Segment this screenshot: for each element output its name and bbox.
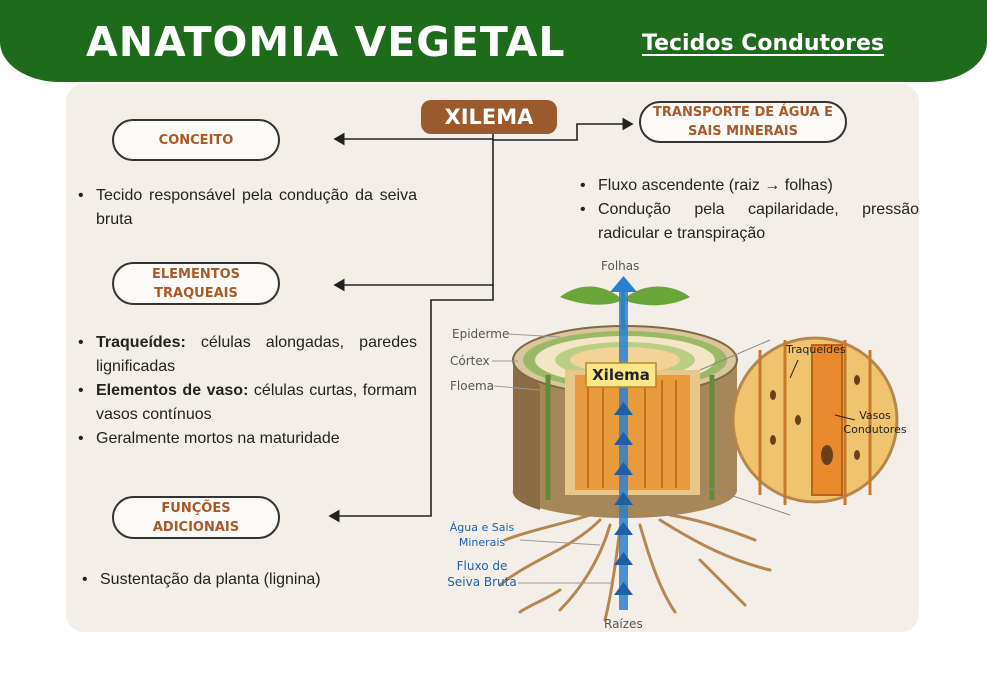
label-raizes: Raízes: [604, 617, 643, 631]
elementos-bullets: Traqueídes: células alongadas, paredes l…: [78, 331, 417, 451]
connector-funcoes: [328, 285, 494, 523]
funcoes-bullets: Sustentação da planta (lignina): [82, 568, 421, 592]
label-traqueides: Traqueídes: [786, 343, 846, 356]
elementos-box: ELEMENTOS TRAQUEAIS: [112, 262, 280, 305]
label-floema: Floema: [450, 379, 495, 393]
label-cortex: Córtex: [450, 354, 490, 368]
list-item: Traqueídes: células alongadas, paredes l…: [78, 331, 417, 379]
transporte-box: TRANSPORTE DE ÁGUA E SAIS MINERAIS: [639, 101, 847, 143]
label-epiderme: Epiderme: [452, 327, 510, 341]
xilema-tag-box: [585, 362, 657, 388]
list-item: Elementos de vaso: células curtas, forma…: [78, 379, 417, 427]
zoom-circle: [699, 336, 899, 516]
label-folhas: Folhas: [601, 259, 640, 273]
xilema-center-badge: XILEMA: [421, 100, 557, 134]
flow-arrow: [610, 276, 637, 610]
list-item: Sustentação da planta (lignina): [82, 568, 421, 592]
transporte-bullets: Fluxo ascendente (raiz → folhas) Conduçã…: [580, 174, 919, 246]
seedling-graphic: [560, 286, 690, 331]
list-item: Condução pela capilaridade, pressão radi…: [580, 198, 919, 246]
stem-illustration: [492, 276, 899, 622]
bullet-term: Traqueídes:: [96, 334, 186, 351]
conceito-bullets: Tecido responsável pela condução da seiv…: [78, 184, 417, 232]
connector-transporte: [493, 117, 634, 141]
list-item: Tecido responsável pela condução da seiv…: [78, 184, 417, 232]
funcoes-box: FUNÇÕES ADICIONAIS: [112, 496, 280, 539]
bullet-text: células alongadas, paredes lignificadas: [96, 334, 417, 375]
label-fluxo-seiva: Fluxo de Seiva Bruta: [447, 559, 517, 589]
label-xilema-tag: Xilema: [592, 366, 650, 384]
bullet-term: Elementos de vaso:: [96, 382, 249, 399]
list-item: Geralmente mortos na maturidade: [78, 427, 417, 451]
connector-conceito: [333, 132, 494, 146]
header-banner: [0, 0, 987, 82]
stem-cylinder: [512, 325, 738, 518]
page-title: ANATOMIA VEGETAL: [86, 18, 566, 66]
bullet-text: Geralmente mortos na maturidade: [96, 430, 340, 447]
page-subtitle: Tecidos Condutores: [642, 31, 885, 56]
label-vasos-condutores: Vasos Condutores: [843, 409, 907, 436]
bullet-text: células curtas, formam vasos contínuos: [96, 382, 417, 423]
list-item: Fluxo ascendente (raiz → folhas): [580, 174, 919, 198]
roots-graphic: [498, 513, 772, 622]
conceito-box: CONCEITO: [112, 119, 280, 161]
label-agua-sais: Água e Sais Minerais: [449, 521, 515, 549]
